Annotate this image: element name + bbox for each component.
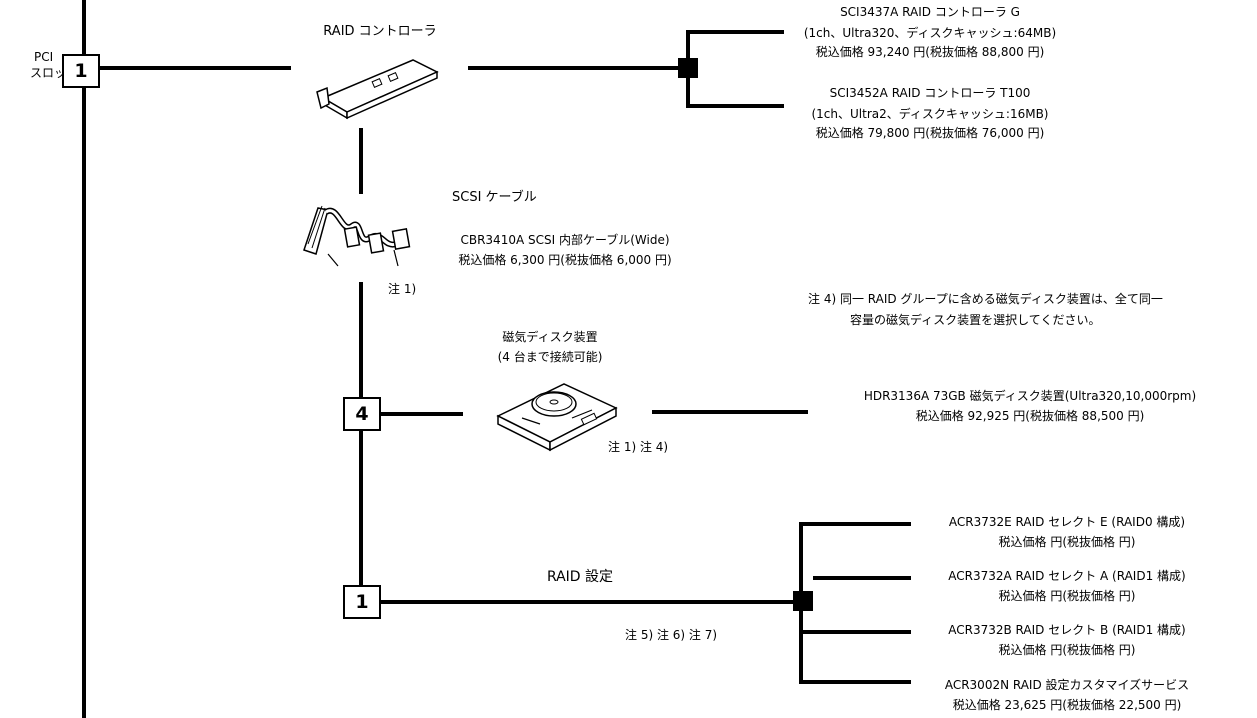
raid-setting-notes: 注 5) 注 6) 注 7) (625, 628, 718, 642)
scsi-cable-note: 注 1) (388, 282, 417, 296)
controller-to-junction-line (468, 66, 678, 70)
disk-count-box: 4 (343, 397, 381, 431)
scsi-cable-name: CBR3410A SCSI 内部ケーブル(Wide) (460, 233, 670, 247)
raid-controller-card-image (316, 59, 439, 120)
disk-subtitle: (4 台まで接続可能) (497, 350, 603, 364)
controller-option-2-spec: (1ch、Ultra2、ディスクキャッシュ:16MB) (811, 107, 1049, 121)
controller-option-1-spec: (1ch、Ultra320、ディスクキャッシュ:64MB) (803, 26, 1057, 40)
note-4-line-1: 注 4) 同一 RAID グループに含める磁気ディスク装置は、全て同一 (808, 292, 1163, 306)
scsi-cable-image (303, 205, 411, 267)
raid-option-1-price: 税込価格 円(税抜価格 円) (998, 535, 1136, 549)
raid-setting-line (381, 600, 795, 604)
disk-option-price: 税込価格 92,925 円(税抜価格 88,500 円) (915, 409, 1145, 423)
trunk-to-disk-line (381, 412, 463, 416)
raid-setting-branch-vertical (799, 522, 803, 682)
disk-option-name: HDR3136A 73GB 磁気ディスク装置(Ultra320,10,000rp… (863, 389, 1197, 403)
raid-option-3-price: 税込価格 円(税抜価格 円) (998, 643, 1136, 657)
controller-option-2-name: SCI3452A RAID コントローラ T100 (829, 86, 1031, 100)
controller-option-1-name: SCI3437A RAID コントローラ G (840, 5, 1020, 19)
note-4-line-2: 容量の磁気ディスク装置を選択してください。 (850, 313, 1101, 327)
controller-branch-vertical (686, 30, 690, 106)
main-trunk-line (82, 0, 86, 718)
raid-setting-title: RAID 設定 (546, 569, 614, 585)
pci-to-controller-line (100, 66, 291, 70)
raid-option-1-line (799, 522, 911, 526)
raid-setting-junction (793, 591, 813, 611)
cable-to-raid-setting-line (359, 282, 363, 602)
pci-slot-count-box: 1 (62, 54, 100, 88)
disk-notes: 注 1) 注 4) (608, 440, 669, 454)
raid-option-1-name: ACR3732E RAID セレクト E (RAID0 構成) (948, 515, 1186, 529)
disk-to-option-line (652, 410, 808, 414)
raid-option-3-line (799, 630, 911, 634)
disk-title: 磁気ディスク装置 (502, 330, 598, 344)
scsi-cable-title: SCSI ケーブル (452, 190, 537, 205)
controller-option-1-line (686, 30, 784, 34)
raid-option-4-line (799, 680, 911, 684)
raid-option-3-name: ACR3732B RAID セレクト B (RAID1 構成) (948, 623, 1186, 637)
scsi-cable-price: 税込価格 6,300 円(税抜価格 6,000 円) (458, 253, 672, 267)
controller-option-2-line (686, 104, 784, 108)
raid-option-2-price: 税込価格 円(税抜価格 円) (998, 589, 1136, 603)
raid-option-2-name: ACR3732A RAID セレクト A (RAID1 構成) (948, 569, 1186, 583)
raid-controller-title: RAID コントローラ (323, 24, 437, 39)
controller-to-cable-line (359, 128, 363, 194)
controller-option-2-price: 税込価格 79,800 円(税抜価格 76,000 円) (815, 126, 1045, 140)
raid-option-2-line (813, 576, 911, 580)
raid-option-4-name: ACR3002N RAID 設定カスタマイズサービス (944, 678, 1190, 692)
hard-disk-image (496, 383, 618, 452)
pci-label: PCI (34, 50, 54, 64)
controller-option-1-price: 税込価格 93,240 円(税抜価格 88,800 円) (815, 45, 1045, 59)
raid-option-4-price: 税込価格 23,625 円(税抜価格 22,500 円) (952, 698, 1182, 712)
raid-setting-count-box: 1 (343, 585, 381, 619)
